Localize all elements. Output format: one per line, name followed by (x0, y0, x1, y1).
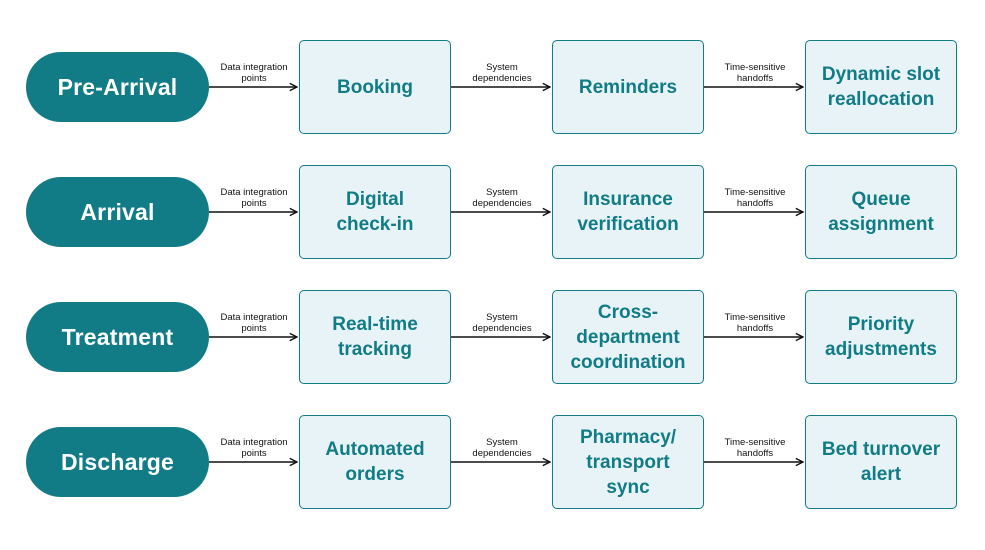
connector-label-system-dependencies: System dependencies (472, 187, 532, 209)
connector-label-data-integration: Data integration points (220, 187, 288, 209)
connector-label-data-integration: Data integration points (220, 437, 288, 459)
step-queue-assignment: Queue assignment (805, 165, 957, 259)
stage-discharge: Discharge (26, 427, 209, 497)
step-bed-turnover-alert: Bed turnover alert (805, 415, 957, 509)
stage-pre-arrival: Pre-Arrival (26, 52, 209, 122)
connector-label-time-sensitive: Time-sensitive handoffs (724, 312, 786, 334)
connector-label-time-sensitive: Time-sensitive handoffs (724, 437, 786, 459)
step-digital-check-in: Digital check-in (299, 165, 451, 259)
connector-label-system-dependencies: System dependencies (472, 312, 532, 334)
connector-label-time-sensitive: Time-sensitive handoffs (724, 187, 786, 209)
stage-arrival: Arrival (26, 177, 209, 247)
step-automated-orders: Automated orders (299, 415, 451, 509)
connector-label-time-sensitive: Time-sensitive handoffs (724, 62, 786, 84)
stage-treatment: Treatment (26, 302, 209, 372)
step-priority-adjustments: Priority adjustments (805, 290, 957, 384)
step-booking: Booking (299, 40, 451, 134)
step-pharmacy-transport-sync: Pharmacy/ transport sync (552, 415, 704, 509)
step-real-time-tracking: Real-time tracking (299, 290, 451, 384)
connector-label-system-dependencies: System dependencies (472, 62, 532, 84)
step-insurance-verification: Insurance verification (552, 165, 704, 259)
step-cross-department-coordination: Cross- department coordination (552, 290, 704, 384)
step-reminders: Reminders (552, 40, 704, 134)
connector-label-system-dependencies: System dependencies (472, 437, 532, 459)
step-dynamic-slot-reallocation: Dynamic slot reallocation (805, 40, 957, 134)
connector-label-data-integration: Data integration points (220, 312, 288, 334)
connector-label-data-integration: Data integration points (220, 62, 288, 84)
